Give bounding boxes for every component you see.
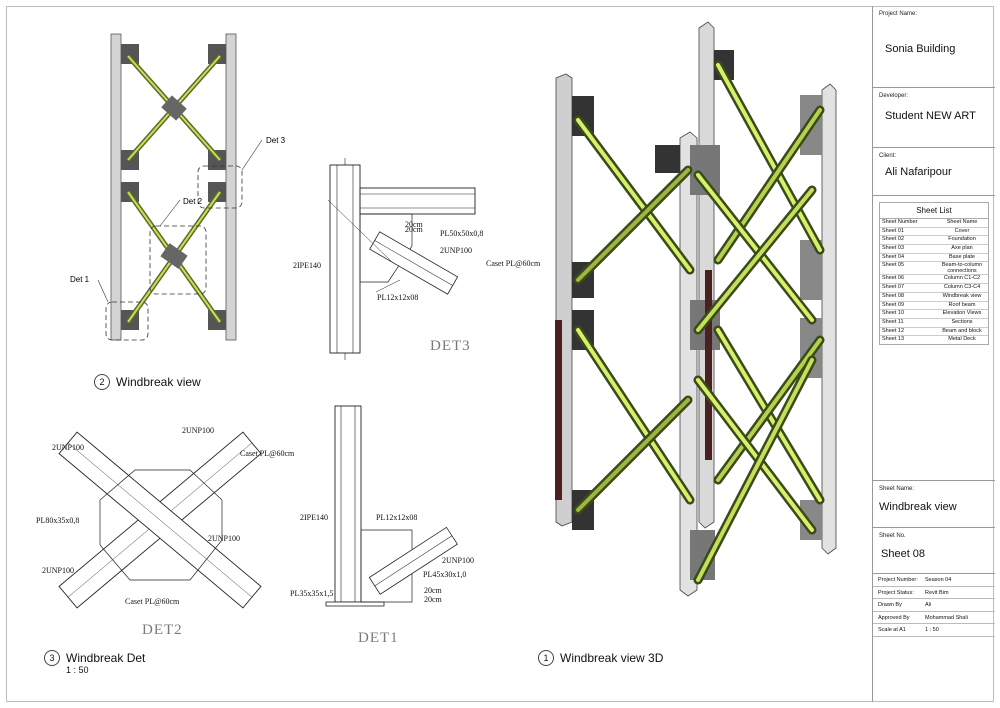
det2-title: DET2: [142, 622, 183, 638]
project-name-cell: Project Name: Sonia Building: [873, 6, 995, 88]
sheet-name: Windbreak view: [879, 501, 957, 513]
sheet-border: [6, 6, 994, 702]
drawing-label: PL80x35x0,8: [36, 516, 79, 525]
sheet-list-header: Sheet Number Sheet Name: [880, 219, 988, 228]
info-project-number: Project Number:Season 04: [873, 574, 995, 587]
sheet-number: Sheet 08: [881, 548, 926, 560]
det1-title: DET1: [358, 630, 399, 646]
view-number: 1: [538, 650, 554, 666]
det2-callout: Det 2: [183, 197, 203, 206]
sheet-no-cell: Sheet No. Sheet 08: [873, 528, 995, 574]
drawing-label: 2UNP100: [42, 566, 74, 575]
developer-cell: Developer: Student NEW ART: [873, 88, 995, 148]
drawing-label: Caset PL@60cm: [125, 597, 180, 606]
drawing-label: 20cm: [424, 586, 443, 595]
det1-drawing: 2IPE140 PL12x12x08 2UNP100 PL45x30x1,0 P…: [290, 405, 474, 646]
det1-callout: Det 1: [70, 275, 90, 284]
drawing-label: 20cm: [424, 595, 443, 604]
drawing-label: PL35x35x1,5: [290, 589, 333, 598]
view-scale: 1 : 50: [66, 665, 89, 675]
drawing-label: Caset PL@60cm: [486, 259, 541, 268]
drawing-label: 20cm: [405, 220, 424, 229]
drawing-label: 2UNP100: [52, 443, 84, 452]
drawing-label: PL45x30x1,0: [423, 570, 466, 579]
windbreak-3d: [555, 21, 837, 597]
sheet-name-cell: Sheet Name: Windbreak view: [873, 480, 995, 528]
sheet-list: Sheet List Sheet Number Sheet Name Sheet…: [879, 202, 989, 345]
client: Ali Nafaripour: [885, 166, 952, 178]
windbreak-elevation: Det 3 Det 2 Det 1: [70, 33, 286, 341]
drawing-label: 2IPE140: [293, 261, 321, 270]
view-title-text: Windbreak view: [116, 375, 201, 389]
drawing-label: PL50x50x0,8: [440, 229, 483, 238]
title-block: Project Name: Sonia Building Developer: …: [872, 6, 995, 702]
drawing-label: 2IPE140: [300, 513, 328, 522]
drawing-label: 2UNP100: [208, 534, 240, 543]
view-title-text: Windbreak view 3D: [560, 651, 664, 665]
developer: Student NEW ART: [885, 110, 976, 122]
drawing-label: PL12x12x08: [376, 513, 417, 522]
view-title-windbreak-det: 3 Windbreak Det: [44, 650, 145, 666]
project-name: Sonia Building: [885, 43, 956, 55]
drawing-label: 2UNP100: [442, 556, 474, 565]
drawing-label: 2UNP100: [182, 426, 214, 435]
sheet-list-title: Sheet List: [880, 203, 988, 219]
det3-title: DET3: [430, 338, 471, 354]
drawing-label: PL12x12x08: [377, 293, 418, 302]
drawing-canvas: Det 3 Det 2 Det 1 20cm 20cm 2IPE140 PL50…: [36, 21, 837, 646]
drawing-label: Caset PL@60cm: [240, 449, 295, 458]
det2-drawing: 2UNP100 2UNP100 PL80x35x0,8 2UNP100 2UNP…: [36, 426, 295, 638]
view-title-windbreak: 2 Windbreak view: [94, 374, 201, 390]
drawing-label: 20cm: [405, 225, 424, 234]
view-number: 2: [94, 374, 110, 390]
view-title-windbreak-3d: 1 Windbreak view 3D: [538, 650, 663, 666]
det3-drawing: 20cm 20cm 2IPE140 PL50x50x0,8 2UNP100 Ca…: [293, 158, 541, 360]
info-project-status: Project Status:Revit Bim: [873, 587, 995, 599]
drawing-label: 2UNP100: [440, 246, 472, 255]
det3-callout: Det 3: [266, 136, 286, 145]
view-title-text: Windbreak Det: [66, 651, 146, 665]
client-cell: Client: Ali Nafaripour: [873, 148, 995, 196]
view-number: 3: [44, 650, 60, 666]
